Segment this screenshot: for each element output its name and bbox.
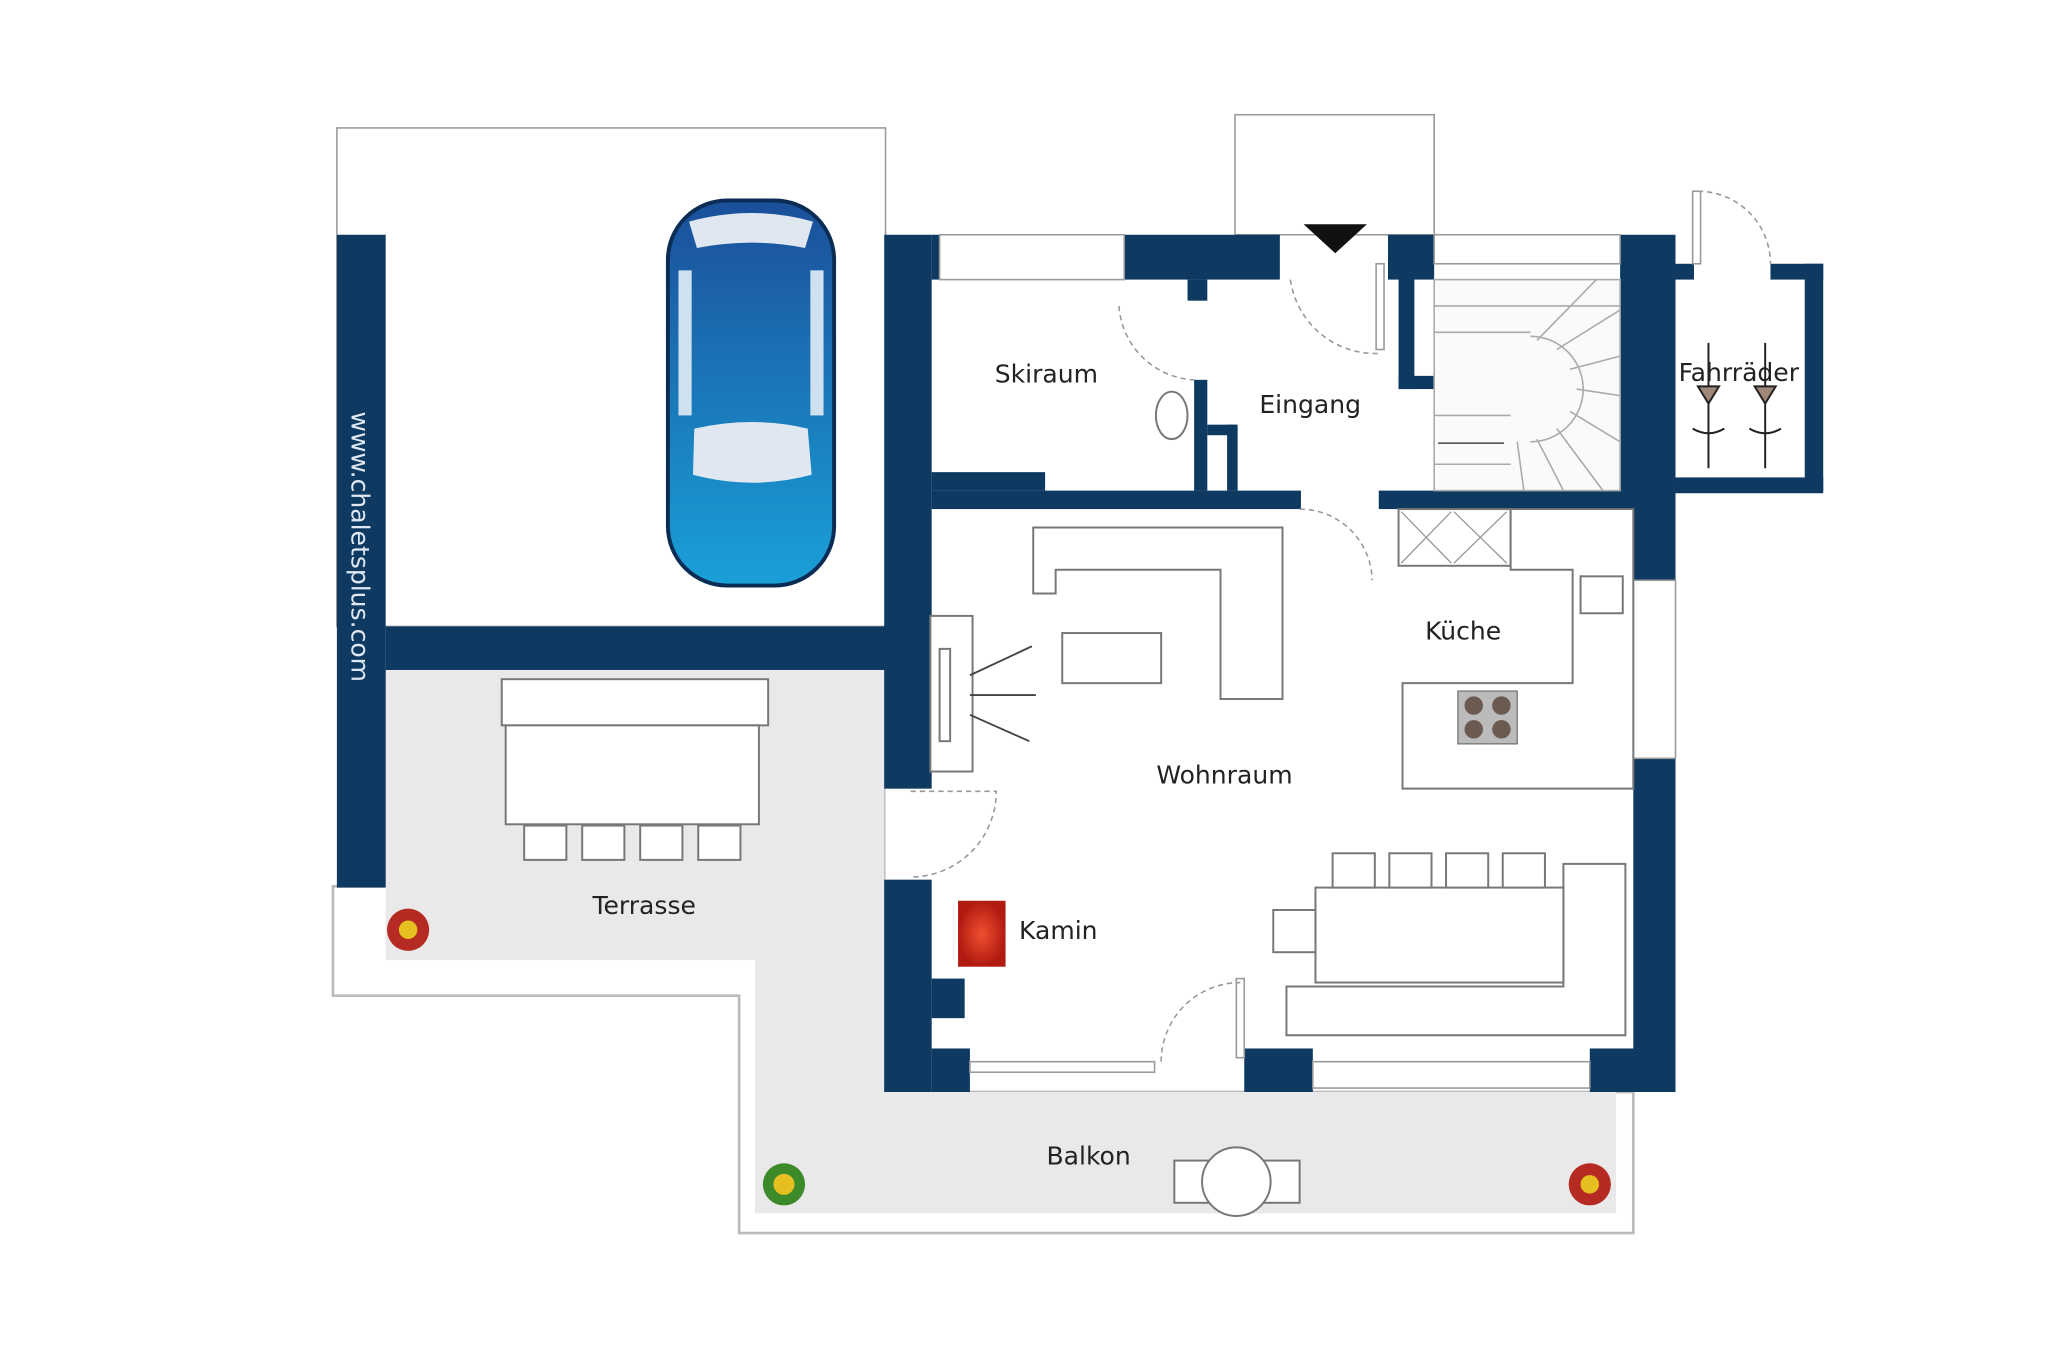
dining-set	[1272, 852, 1627, 1037]
room-label-skiraum: Skiraum	[995, 359, 1098, 388]
terrace-table	[500, 678, 770, 861]
staircase	[1433, 278, 1621, 492]
room-label-wohnraum: Wohnraum	[1156, 760, 1292, 789]
balcony-table	[1173, 1146, 1301, 1217]
washbasin-icon	[1154, 390, 1189, 441]
fireplace-icon	[958, 900, 1006, 967]
website-watermark: www.chaletsplus.com	[345, 411, 374, 682]
bicycle-icons	[1692, 342, 1782, 469]
entry-canopy	[1234, 113, 1435, 236]
room-label-kueche: Küche	[1425, 617, 1501, 646]
plant-icons	[387, 908, 1611, 1206]
room-label-balkon: Balkon	[1046, 1142, 1130, 1171]
windows	[938, 233, 1677, 1089]
walls	[336, 234, 1824, 1092]
sofa	[1032, 526, 1284, 700]
room-label-kamin: Kamin	[1019, 916, 1098, 945]
car-icon	[665, 198, 837, 588]
room-label-eingang: Eingang	[1259, 390, 1361, 419]
doors	[910, 190, 1772, 1062]
tv-unit	[929, 614, 1036, 773]
entrance-arrow-icon	[1303, 224, 1367, 254]
room-label-terrasse: Terrasse	[591, 891, 695, 920]
kitchen	[1397, 508, 1635, 790]
room-label-fahrraeder: Fahrräder	[1679, 358, 1800, 387]
